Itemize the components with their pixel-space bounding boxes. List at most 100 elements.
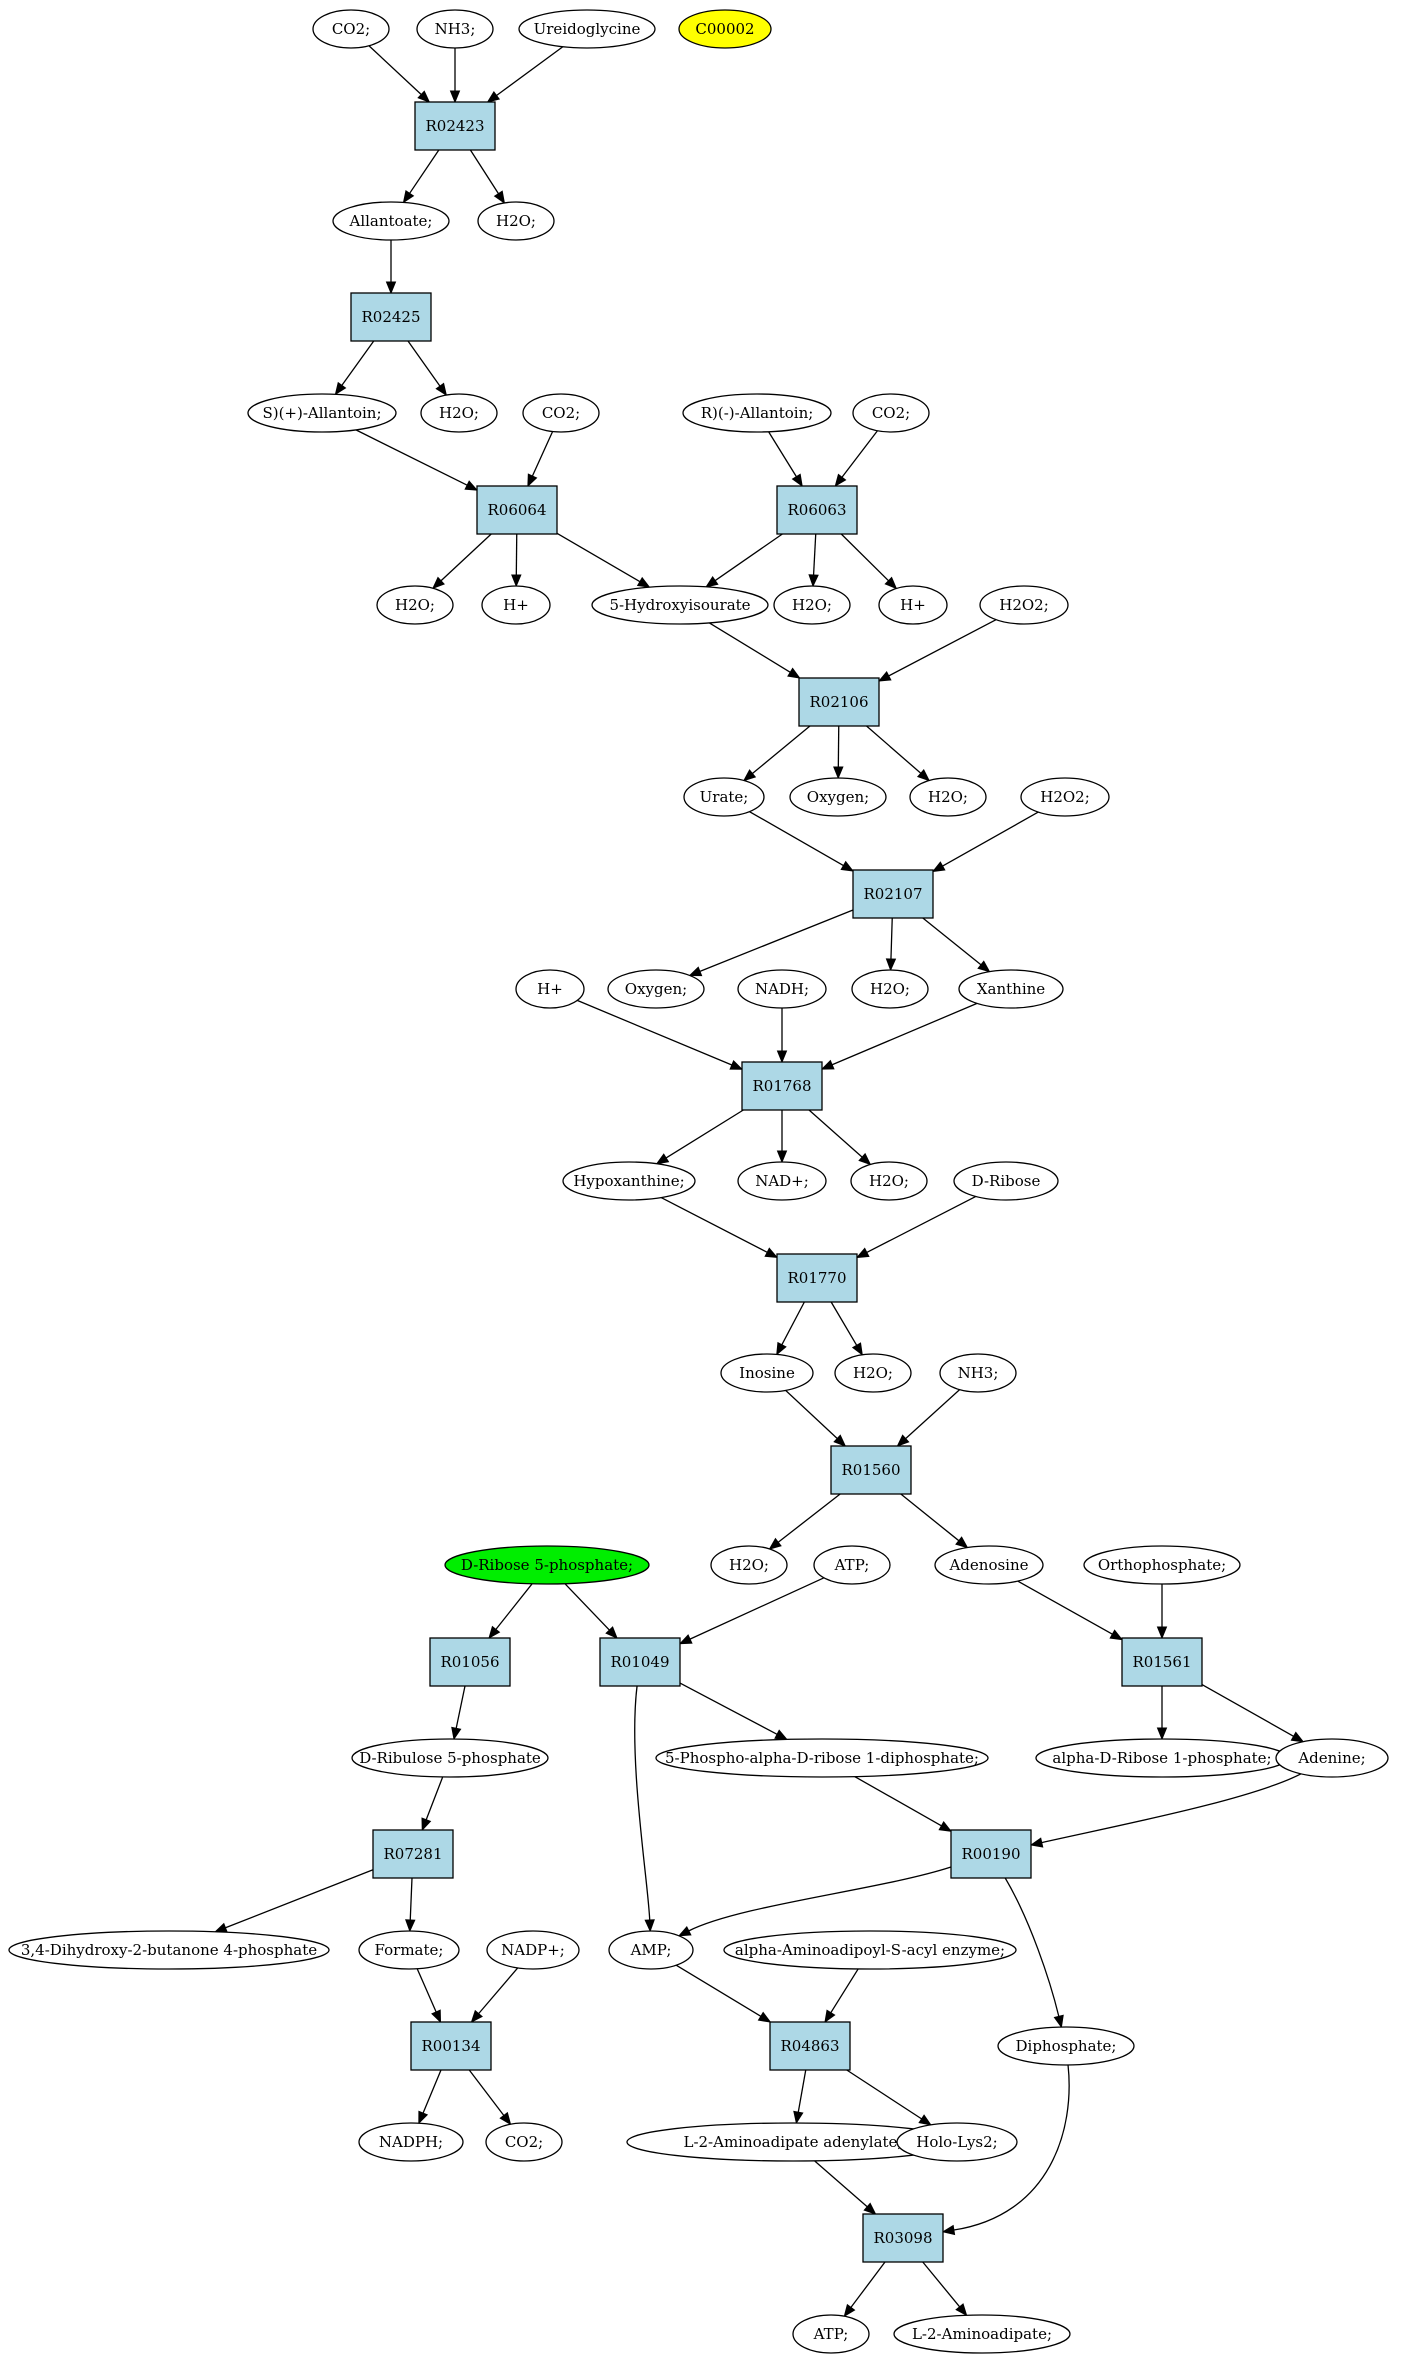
compound-node-h2o-5[interactable]: H2O;	[909, 777, 987, 817]
reaction-node-r01770[interactable]: R01770	[776, 1253, 858, 1303]
arrowhead-c_adenosine	[955, 1536, 969, 1549]
edge-c_prpp-to-r00190	[854, 1776, 942, 1827]
reaction-node-r00190[interactable]: R00190	[950, 1829, 1032, 1879]
compound-node-adenosine[interactable]: Adenosine	[934, 1545, 1044, 1585]
reaction-node-r01056[interactable]: R01056	[429, 1637, 511, 1687]
compound-node-h2o-9[interactable]: H2O;	[710, 1545, 788, 1585]
compound-node-l2aa-adenylate[interactable]: L-2-Aminoadipate adenylate;	[626, 2122, 960, 2162]
reaction-node-r06064[interactable]: R06064	[476, 485, 558, 535]
compound-node-r-allantoin[interactable]: R)(-)-Allantoin;	[682, 393, 832, 433]
compound-node-nh3-1[interactable]: NH3;	[416, 9, 494, 49]
edge-r01768-to-c_hypoxanthine	[665, 1109, 744, 1159]
reaction-label: R04863	[780, 2037, 839, 2055]
compound-node-h2o-8[interactable]: H2O;	[834, 1353, 912, 1393]
compound-label: Oxygen;	[807, 788, 869, 806]
compound-ellipse	[1275, 1738, 1389, 1778]
edge-r06063-to-c_h2o_4	[812, 533, 817, 576]
compound-node-ribulose5p[interactable]: D-Ribulose 5-phosphate	[351, 1738, 549, 1778]
compound-node-ribose5p[interactable]: D-Ribose 5-phosphate;	[444, 1545, 650, 1585]
compound-node-co2-2[interactable]: CO2;	[522, 393, 600, 433]
edge-c_s_allantoin-to-r06064	[355, 429, 468, 486]
compound-node-hplus-2[interactable]: H+	[878, 585, 948, 625]
compound-node-co2-1[interactable]: CO2;	[312, 9, 390, 49]
compound-node-h2o-6[interactable]: H2O;	[851, 969, 929, 1009]
compound-node-h2o-4[interactable]: H2O;	[773, 585, 851, 625]
compound-label: Formate;	[375, 1941, 444, 1959]
compound-node-nadpplus[interactable]: NADP+;	[486, 1930, 580, 1970]
compound-node-h2o2-2[interactable]: H2O2;	[1020, 777, 1110, 817]
edge-c_adenosine-to-r01561	[1017, 1580, 1113, 1635]
arrowhead-c_oxygen_2	[688, 966, 703, 977]
compound-node-atp-1[interactable]: ATP;	[813, 1545, 891, 1585]
compound-node-nadh[interactable]: NADH;	[737, 969, 827, 1009]
compound-node-dribose[interactable]: D-Ribose	[953, 1161, 1059, 1201]
compound-node-nadph[interactable]: NADPH;	[358, 2122, 464, 2162]
compound-ellipse	[813, 1545, 891, 1585]
compound-node-hplus-3[interactable]: H+	[515, 969, 585, 1009]
compound-node-orthophosphate[interactable]: Orthophosphate;	[1083, 1545, 1241, 1585]
compound-node-hypoxanthine[interactable]: Hypoxanthine;	[562, 1161, 696, 1201]
compound-node-ureidoglycine[interactable]: Ureidoglycine	[518, 9, 656, 49]
compound-label: NH3;	[435, 20, 476, 38]
compound-label: CO2;	[872, 404, 910, 422]
compound-node-co2-4[interactable]: CO2;	[485, 2122, 563, 2162]
compound-ellipse	[1083, 1545, 1241, 1585]
reaction-node-r02423[interactable]: R02423	[414, 101, 496, 151]
compound-node-dhbp[interactable]: 3,4-Dihydroxy-2-butanone 4-phosphate	[8, 1930, 330, 1970]
compound-node-amp[interactable]: AMP;	[608, 1930, 694, 1970]
compound-node-oxygen-2[interactable]: Oxygen;	[607, 969, 705, 1009]
arrowhead-c_h2o_6	[885, 958, 897, 972]
compound-node-atp-2[interactable]: ATP;	[792, 2314, 870, 2354]
compound-node-hydroxyisourate[interactable]: 5-Hydroxyisourate	[591, 585, 769, 625]
compound-node-l2aminoadipate[interactable]: L-2-Aminoadipate;	[893, 2314, 1071, 2354]
reaction-label: R01049	[610, 1653, 669, 1671]
reaction-node-r04863[interactable]: R04863	[769, 2021, 851, 2071]
compound-node-nadplus[interactable]: NAD+;	[737, 1161, 827, 1201]
compound-node-co2-3[interactable]: CO2;	[852, 393, 930, 433]
compound-node-nh3-2[interactable]: NH3;	[939, 1353, 1017, 1393]
edge-r06063-to-c_hydroxyisourate	[714, 533, 783, 582]
arrowhead-r01561	[1109, 1629, 1124, 1641]
compound-node-hplus-1[interactable]: H+	[481, 585, 551, 625]
compound-node-h2o-2[interactable]: H2O;	[420, 393, 498, 433]
compound-node-s-allantoin[interactable]: S)(+)-Allantoin;	[247, 393, 397, 433]
compound-node-oxygen-1[interactable]: Oxygen;	[789, 777, 887, 817]
reaction-node-r06063[interactable]: R06063	[776, 485, 858, 535]
compound-node-ribose1p[interactable]: alpha-D-Ribose 1-phosphate;	[1035, 1738, 1289, 1778]
compound-ellipse	[958, 969, 1064, 1009]
compound-node-allantoate[interactable]: Allantoate;	[332, 201, 450, 241]
compound-node-adenine[interactable]: Adenine;	[1275, 1738, 1389, 1778]
arrowhead-c_nadph	[418, 2110, 429, 2125]
reaction-box	[410, 2021, 492, 2071]
reaction-node-r02106[interactable]: R02106	[798, 677, 880, 727]
reaction-node-r03098[interactable]: R03098	[862, 2213, 944, 2263]
arrowhead-r02425	[385, 281, 397, 295]
compound-node-formate[interactable]: Formate;	[358, 1930, 460, 1970]
compound-node-urate[interactable]: Urate;	[683, 777, 765, 817]
arrowhead-c_l2aminoadipate	[955, 2303, 968, 2317]
reaction-node-r00134[interactable]: R00134	[410, 2021, 492, 2071]
compound-node-prpp[interactable]: 5-Phospho-alpha-D-ribose 1-diphosphate;	[655, 1738, 989, 1778]
compound-node-xanthine[interactable]: Xanthine	[958, 969, 1064, 1009]
compound-node-h2o-3[interactable]: H2O;	[376, 585, 454, 625]
reaction-node-r02425[interactable]: R02425	[350, 292, 432, 342]
reaction-node-r01768[interactable]: R01768	[741, 1061, 823, 1111]
compound-node-holo-lys2[interactable]: Holo-Lys2;	[896, 2122, 1018, 2162]
reaction-node-r01049[interactable]: R01049	[599, 1637, 681, 1687]
arrowhead-c_co2_4	[499, 2111, 512, 2126]
compound-node-inosine[interactable]: Inosine	[720, 1353, 814, 1393]
edge-r01560-to-c_adenosine	[900, 1493, 960, 1542]
compound-node-aminoadipoyl[interactable]: alpha-Aminoadipoyl-S-acyl enzyme;	[723, 1930, 1017, 1970]
arrowhead-r01561	[1156, 1626, 1168, 1640]
compound-node-c00002[interactable]: C00002	[678, 9, 772, 49]
reaction-node-r07281[interactable]: R07281	[372, 1829, 454, 1879]
compound-node-h2o2-1[interactable]: H2O2;	[979, 585, 1069, 625]
compound-node-diphosphate[interactable]: Diphosphate;	[997, 2026, 1135, 2066]
compound-node-h2o-1[interactable]: H2O;	[477, 201, 555, 241]
reaction-node-r01560[interactable]: R01560	[830, 1445, 912, 1495]
reaction-node-r01561[interactable]: R01561	[1121, 1637, 1203, 1687]
edge-r02106-to-c_h2o_5	[866, 725, 922, 774]
reaction-node-r02107[interactable]: R02107	[852, 869, 934, 919]
edge-r07281-to-c_formate	[409, 1877, 413, 1921]
compound-node-h2o-7[interactable]: H2O;	[850, 1161, 928, 1201]
